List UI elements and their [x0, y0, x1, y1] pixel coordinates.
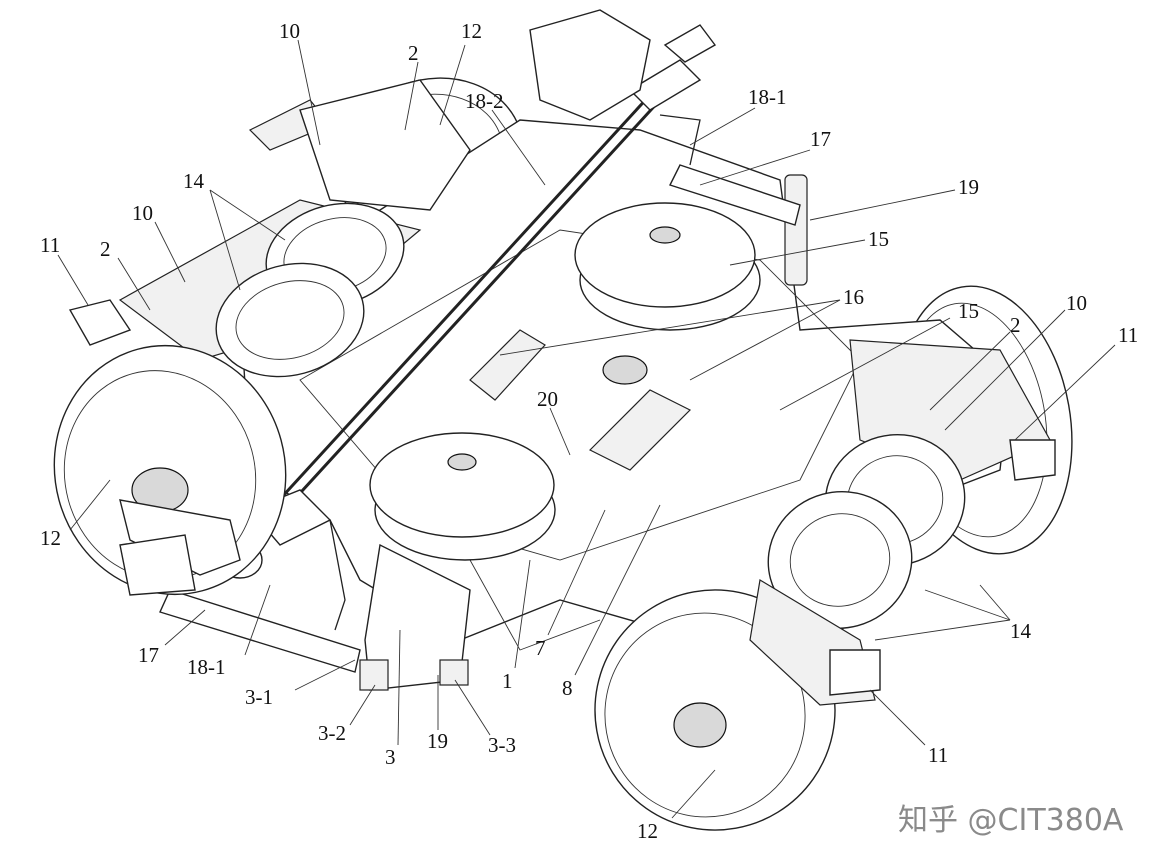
label-19-right: 19	[958, 175, 979, 199]
label-8: 8	[562, 676, 573, 700]
label-3-2: 3-2	[318, 721, 346, 745]
bolster-bar-top	[669, 164, 801, 226]
label-18-1-top: 18-1	[748, 85, 787, 109]
guide-wheels-right	[767, 433, 966, 629]
label-3-1: 3-1	[245, 685, 273, 709]
label-17-right: 17	[810, 127, 831, 151]
label-11-right: 11	[1118, 323, 1138, 347]
label-19-bottom: 19	[427, 729, 448, 753]
vertical-damper-right	[784, 174, 808, 286]
leader-lines	[57, 39, 1116, 819]
bolster-bar-left	[159, 589, 361, 673]
label-12-bottom: 12	[637, 819, 658, 843]
running-wheel-left-front	[53, 344, 287, 596]
watermark: 知乎 @CIT380A	[898, 803, 1124, 838]
axle-box-bracket	[359, 543, 471, 691]
label-10-top: 10	[279, 19, 300, 43]
label-15-top: 15	[868, 227, 889, 251]
label-15-mid: 15	[958, 299, 979, 323]
air-spring-top	[574, 202, 761, 331]
guide-arm-front-right	[749, 579, 881, 706]
top-bracket	[529, 9, 651, 121]
label-12-left: 12	[40, 526, 61, 550]
label-17-left: 17	[138, 643, 159, 667]
callout-labels: 10 12 2 18-2 18-1 17 19 14 10 2 11 15 16…	[40, 19, 1138, 843]
label-2-top: 2	[408, 41, 419, 65]
label-2-right: 2	[1010, 313, 1021, 337]
air-spring-front	[369, 432, 556, 561]
label-10-left: 10	[132, 201, 153, 225]
label-10-right: 10	[1066, 291, 1087, 315]
label-16: 16	[843, 285, 864, 309]
guide-wheels-left	[215, 202, 405, 378]
label-18-2: 18-2	[465, 89, 504, 113]
label-14-left: 14	[183, 169, 205, 193]
label-12-top: 12	[461, 19, 482, 43]
label-3-3: 3-3	[488, 733, 516, 757]
label-11-left: 11	[40, 233, 60, 257]
label-7: 7	[535, 636, 546, 660]
traction-rods	[469, 329, 692, 471]
label-20: 20	[537, 387, 558, 411]
label-11-bottom: 11	[928, 743, 948, 767]
label-2-left: 2	[100, 237, 111, 261]
label-1: 1	[502, 669, 513, 693]
label-18-1-bottom: 18-1	[187, 655, 226, 679]
label-3: 3	[385, 745, 396, 769]
label-14-right: 14	[1010, 619, 1032, 643]
anti-roll-links	[329, 114, 701, 631]
